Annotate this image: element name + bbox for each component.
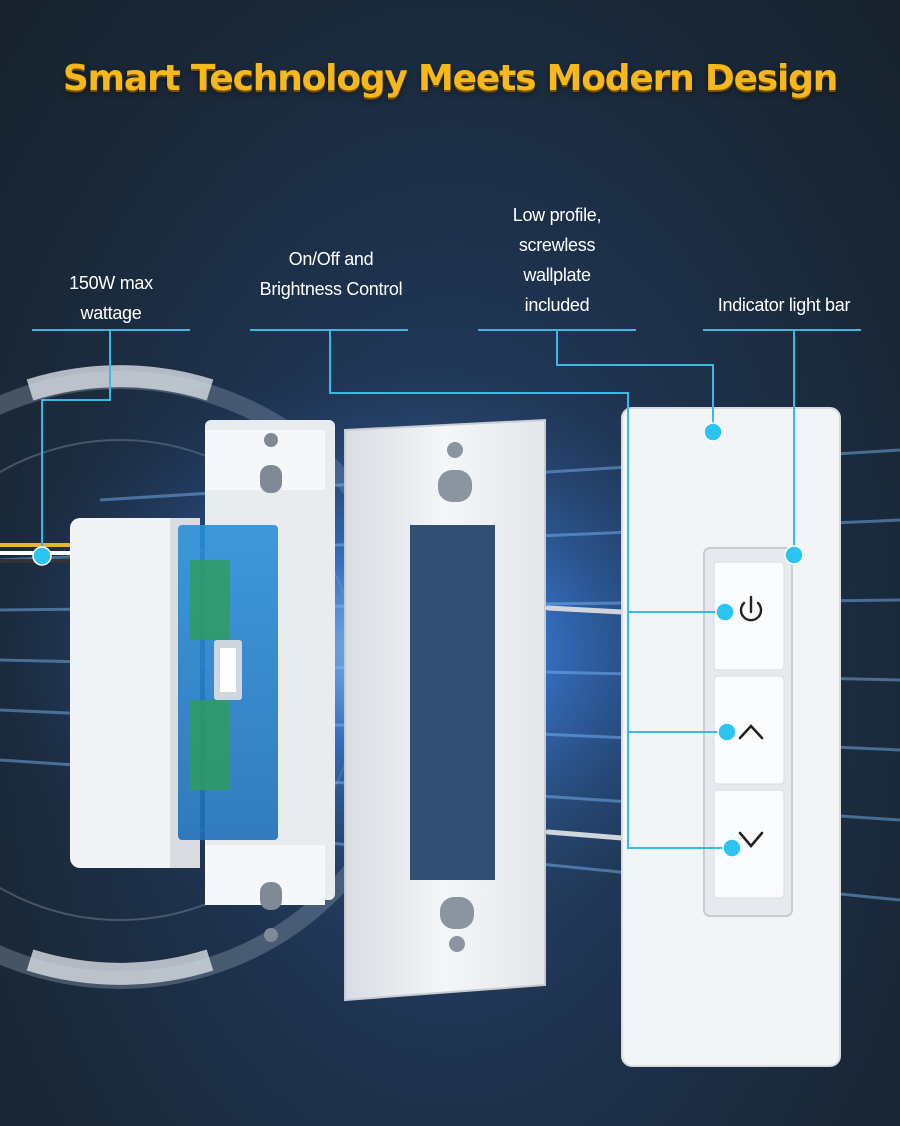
power-icon [739,595,763,622]
callout-wallplate-line: wallplate [523,265,591,285]
callout-control-line: On/Off and [288,249,374,269]
callout-wallplate-line: included [524,295,590,315]
headline: Smart Technology Meets Modern Design [62,58,839,99]
chevron-up-icon [738,724,764,740]
mounting-pins [545,605,625,841]
wattage-dot [32,546,52,566]
down-dot [722,838,742,858]
callout-wattage-line: wattage [80,303,142,323]
callout-indicator-line: Indicator light bar [717,295,851,315]
adapter-plate [344,418,546,1002]
callout-wallplate-line: Low profile, [512,205,602,225]
callout-dots [32,422,804,858]
indicator-dot [784,545,804,565]
callout-wattage-line: 150W max [69,273,153,293]
callout-wallplate: Low profile, screwless wallplate include… [472,200,642,320]
callout-wallplate-line: screwless [518,235,596,255]
wallplate-dot [703,422,723,442]
callout-wattage: 150W max wattage [26,268,196,328]
callout-indicator: Indicator light bar [696,290,872,320]
chevron-down-icon [738,831,764,849]
callout-lines [32,329,861,849]
switch-module [70,420,335,942]
callout-control: On/Off and Brightness Control [232,244,430,304]
power-dot [715,602,735,622]
callout-control-line: Brightness Control [259,279,403,299]
up-dot [717,722,737,742]
